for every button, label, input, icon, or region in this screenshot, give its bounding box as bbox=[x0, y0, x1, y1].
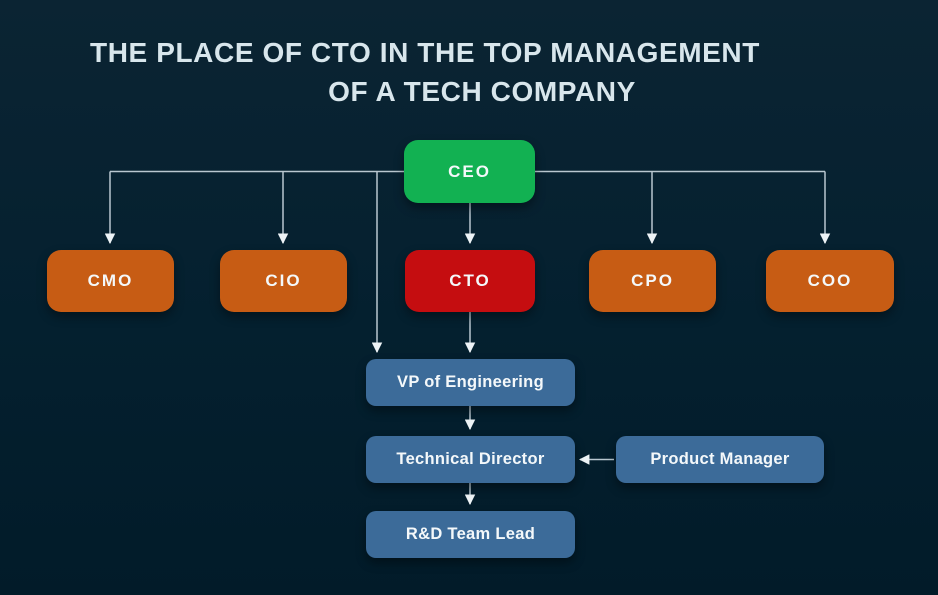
node-label: CTO bbox=[449, 271, 491, 290]
node-rnd-team-lead: R&D Team Lead bbox=[366, 511, 575, 558]
node-cto: CTO bbox=[405, 250, 535, 312]
node-cio: CIO bbox=[220, 250, 347, 312]
node-label: CIO bbox=[265, 271, 302, 290]
node-technical-director: Technical Director bbox=[366, 436, 575, 483]
diagram-title-line2: OF A TECH COMPANY bbox=[328, 76, 636, 107]
node-label: COO bbox=[807, 271, 853, 290]
node-label: CMO bbox=[87, 271, 134, 290]
node-label: VP of Engineering bbox=[397, 373, 544, 391]
node-coo: COO bbox=[766, 250, 894, 312]
node-label: Technical Director bbox=[396, 450, 545, 468]
node-cmo: CMO bbox=[47, 250, 174, 312]
node-ceo: CEO bbox=[404, 140, 535, 203]
diagram-title: THE PLACE OF CTO IN THE TOP MANAGEMENT O… bbox=[0, 33, 938, 111]
node-vp-of-engineering: VP of Engineering bbox=[366, 359, 575, 406]
node-label: Product Manager bbox=[650, 450, 790, 468]
node-label: R&D Team Lead bbox=[405, 525, 536, 543]
diagram-title-line1: THE PLACE OF CTO IN THE TOP MANAGEMENT bbox=[90, 37, 760, 68]
node-label: CPO bbox=[631, 271, 674, 290]
node-label: CEO bbox=[448, 161, 491, 181]
node-product-manager: Product Manager bbox=[616, 436, 824, 483]
node-cpo: CPO bbox=[589, 250, 716, 312]
